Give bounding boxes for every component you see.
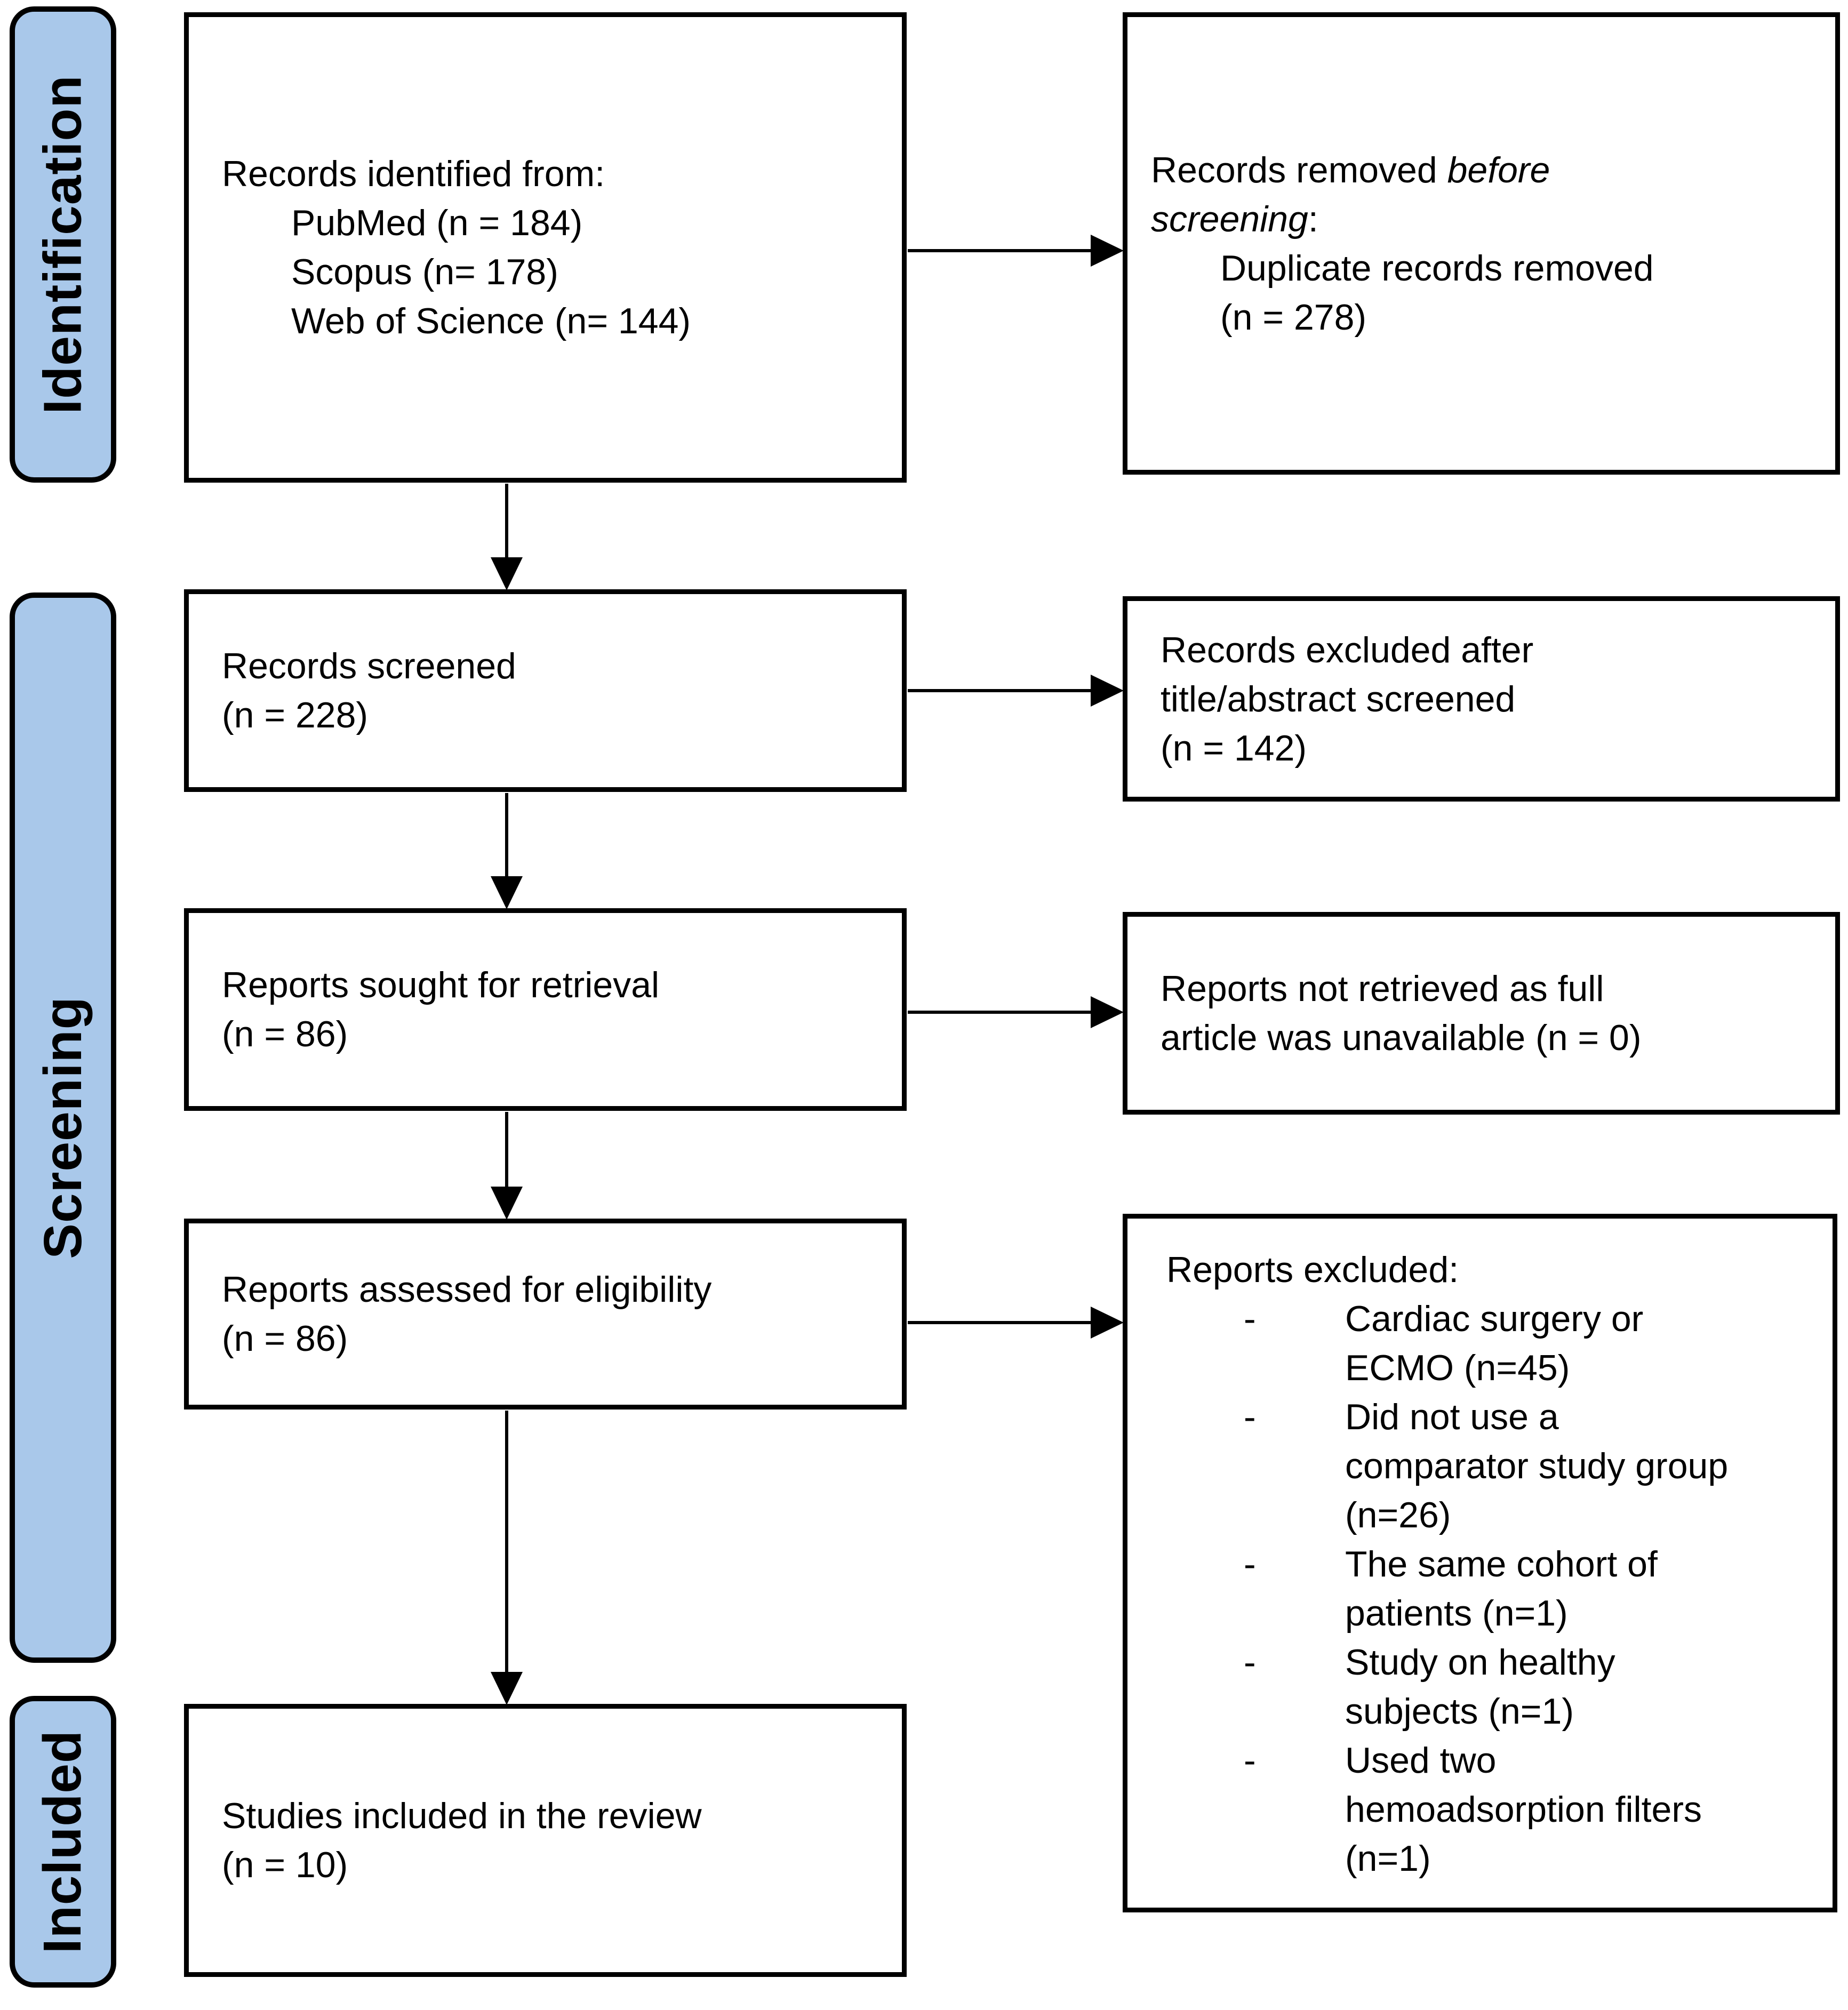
box-records-excluded-title-abstract: Records excluded after title/abstract scr…: [1123, 596, 1840, 802]
stage-label-identification: Identification: [10, 6, 116, 483]
box-reports-assessed-for-eligibility: Reports assessed for eligibility (n = 86): [184, 1219, 907, 1410]
list-item-text: Study on healthy: [1345, 1642, 1615, 1683]
text-line: Records excluded after: [1161, 629, 1534, 670]
text-line: (n = 10): [222, 1845, 348, 1885]
stage-label-screening: Screening: [10, 592, 116, 1663]
dash-bullet: -: [1244, 1397, 1256, 1437]
list-item-line: - Cardiac surgery or: [1166, 1294, 1811, 1343]
dash-bullet: -: [1244, 1544, 1256, 1584]
box-records-screened: Records screened (n = 228): [184, 589, 907, 792]
arrow-identified-to-removed: [908, 235, 1124, 267]
list-item-text: Did not use a: [1345, 1397, 1559, 1437]
text-line: Records identified from:: [222, 154, 605, 194]
text-line: title/abstract screened: [1161, 678, 1516, 719]
text-line: (n = 228): [222, 695, 369, 735]
text-line: Scopus (n= 178): [291, 252, 558, 292]
arrow-sought-to-assessed: [491, 1112, 523, 1220]
text-line: Records screened: [222, 646, 516, 686]
text-line: Duplicate records removed: [1220, 247, 1654, 289]
text-segment: Records removed: [1151, 149, 1447, 190]
list-item-text: Cardiac surgery or: [1345, 1299, 1644, 1339]
list-item-continuation: (n=26): [1345, 1495, 1451, 1535]
italic-text-segment: before: [1447, 149, 1550, 190]
text-line: article was unavailable (n = 0): [1161, 1018, 1642, 1058]
text-line: PubMed (n = 184): [291, 203, 583, 243]
dash-bullet: -: [1244, 1642, 1256, 1683]
dash-bullet: -: [1244, 1740, 1256, 1781]
box-records-identified: Records identified from: PubMed (n = 184)…: [184, 12, 907, 483]
arrow-screened-to-excluded: [908, 675, 1124, 707]
arrow-identified-to-screened: [491, 484, 523, 590]
list-item-continuation: ECMO (n=45): [1345, 1348, 1570, 1388]
text-line: Reports excluded:: [1166, 1250, 1459, 1290]
stage-label-text: Screening: [33, 996, 93, 1259]
list-item-continuation: patients (n=1): [1345, 1593, 1568, 1633]
stage-label-text: Identification: [33, 75, 93, 414]
arrow-screened-to-sought: [491, 793, 523, 909]
list-item-text: Used two: [1345, 1740, 1497, 1781]
arrow-assessed-to-reports-excluded: [908, 1307, 1124, 1339]
text-line: (n = 278): [1220, 297, 1367, 338]
list-item-continuation: (n=1): [1345, 1838, 1431, 1879]
text-line: Studies included in the review: [222, 1796, 702, 1836]
text-line: (n = 142): [1161, 727, 1307, 768]
list-item-line: - The same cohort of: [1166, 1540, 1811, 1589]
list-item-continuation: comparator study group: [1345, 1446, 1729, 1486]
box-reports-excluded-reasons: Reports excluded: - Cardiac surgery or ECMO…: [1123, 1214, 1837, 1912]
list-item-line: - Did not use a: [1166, 1392, 1811, 1442]
box-studies-included-in-review: Studies included in the review (n = 10): [184, 1704, 907, 1977]
box-reports-not-retrieved: Reports not retrieved as full article was…: [1123, 912, 1840, 1115]
list-item-continuation: hemoadsorption filters: [1345, 1789, 1702, 1830]
text-line: Reports assessed for eligibility: [222, 1269, 712, 1310]
italic-text-segment: screening: [1151, 198, 1308, 239]
text-line: (n = 86): [222, 1318, 348, 1359]
list-item-line: - Study on healthy: [1166, 1638, 1811, 1687]
arrow-sought-to-not-retrieved: [908, 996, 1124, 1028]
text-line: Reports not retrieved as full: [1161, 968, 1604, 1009]
stage-label-included: Included: [10, 1696, 116, 1988]
list-item-text: The same cohort of: [1345, 1544, 1658, 1584]
box-reports-sought-for-retrieval: Reports sought for retrieval (n = 86): [184, 908, 907, 1111]
text-line: (n = 86): [222, 1014, 348, 1054]
list-item-continuation: subjects (n=1): [1345, 1691, 1574, 1732]
dash-bullet: -: [1244, 1299, 1256, 1339]
arrow-assessed-to-included: [491, 1411, 523, 1705]
stage-label-text: Included: [33, 1729, 93, 1954]
text-line: Web of Science (n= 144): [291, 301, 691, 341]
text-line: screening:: [1151, 195, 1814, 244]
text-line: Reports sought for retrieval: [222, 965, 660, 1005]
text-segment: :: [1308, 198, 1318, 239]
text-line: Records removed before: [1151, 146, 1814, 195]
list-item-line: - Used two: [1166, 1736, 1811, 1785]
